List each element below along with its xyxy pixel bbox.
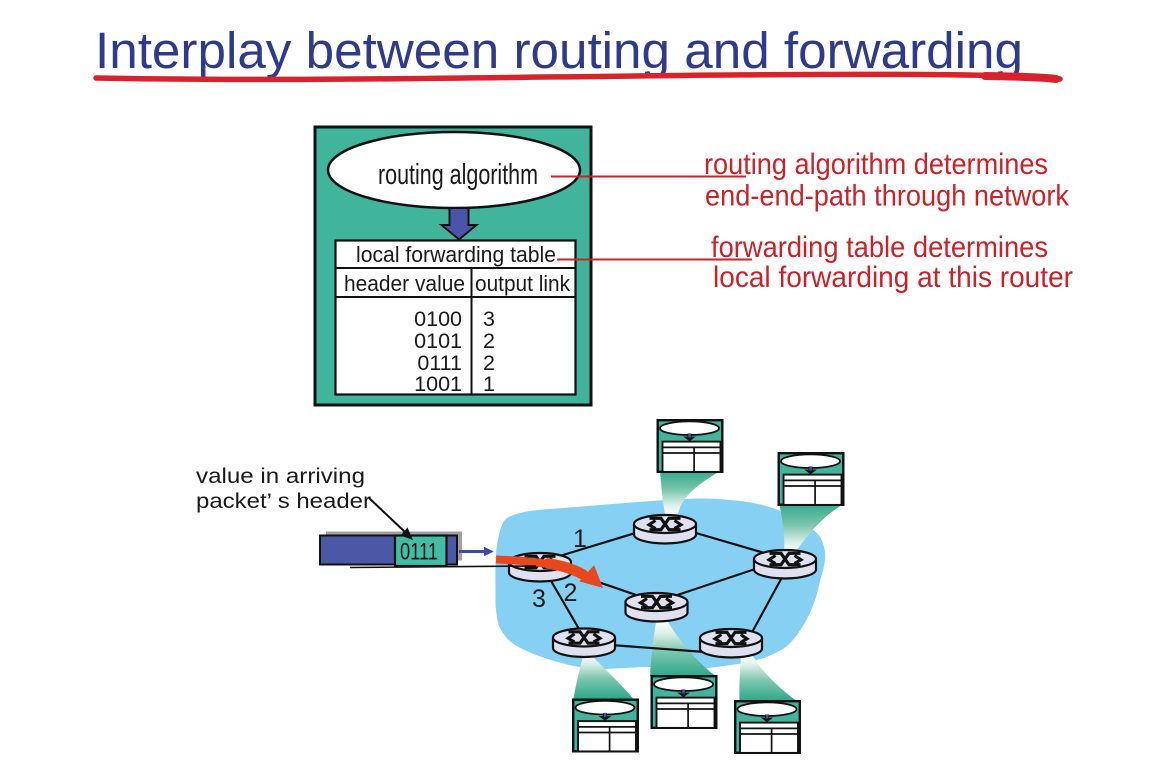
svg-text:local forwarding table: local forwarding table (356, 242, 556, 267)
svg-text:routing algorithm determines: routing algorithm determines (704, 148, 1048, 181)
svg-text:0111: 0111 (400, 539, 438, 566)
svg-text:routing algorithm: routing algorithm (378, 159, 538, 191)
svg-text:packet’ s header: packet’ s header (196, 490, 371, 513)
svg-text:2: 2 (483, 351, 495, 375)
svg-text:2: 2 (564, 579, 578, 607)
svg-text:0100: 0100 (414, 307, 462, 331)
svg-text:end-end-path through network: end-end-path through network (705, 180, 1070, 213)
svg-text:output link: output link (475, 271, 571, 296)
svg-text:1: 1 (573, 525, 587, 553)
svg-text:value in arriving: value in arriving (196, 465, 365, 488)
svg-text:3: 3 (532, 585, 546, 613)
svg-text:3: 3 (483, 307, 495, 331)
svg-text:2: 2 (483, 329, 495, 353)
svg-text:Interplay between routing and: Interplay between routing and forwarding (95, 22, 1023, 79)
svg-text:header value: header value (344, 271, 465, 296)
svg-text:1001: 1001 (414, 372, 462, 396)
svg-text:local forwarding at this route: local forwarding at this router (713, 261, 1073, 294)
svg-text:1: 1 (483, 372, 495, 396)
svg-text:0111: 0111 (417, 351, 462, 375)
svg-text:0101: 0101 (414, 329, 462, 353)
svg-text:forwarding table determines: forwarding table determines (711, 231, 1048, 264)
